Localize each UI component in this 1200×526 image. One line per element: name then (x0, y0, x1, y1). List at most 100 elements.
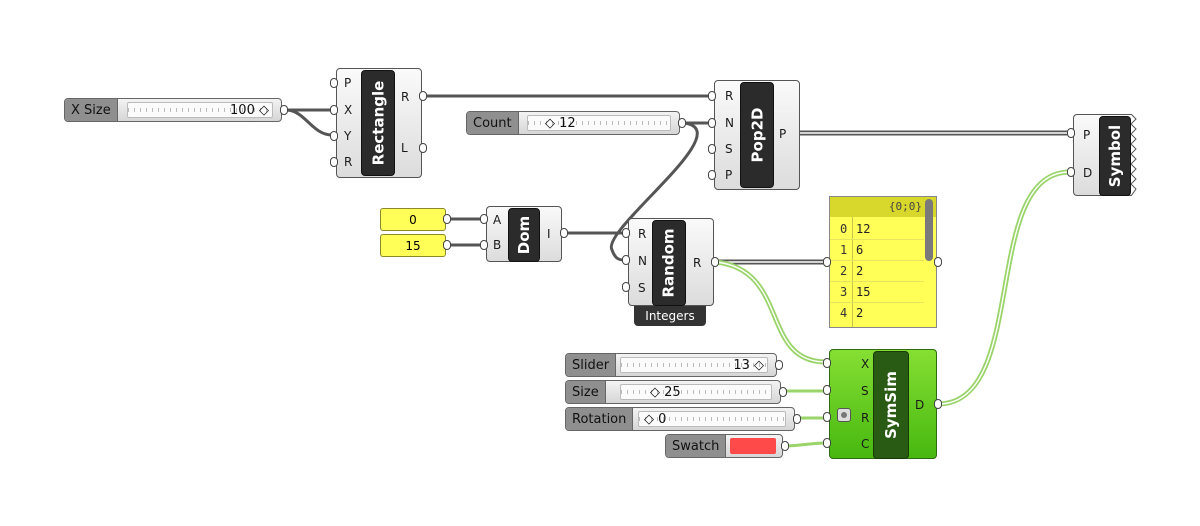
wire-count-random[interactable] (609, 121, 699, 262)
pop2d-grip-r[interactable] (708, 91, 716, 101)
dom-input-a: A (493, 213, 502, 227)
dom-nickname: Dom (508, 208, 540, 262)
panel-row: 4 2 (830, 303, 924, 323)
symbol-nickname: Symbol (1099, 116, 1131, 196)
domain-start-value[interactable]: 0 (380, 208, 446, 231)
xsize-slider-track[interactable] (127, 102, 273, 118)
slider-output-grip[interactable] (775, 360, 783, 370)
dom-grip-b[interactable] (480, 240, 488, 250)
data-panel[interactable]: {0;0} 0 12 1 6 2 2 3 15 4 2 (829, 196, 937, 328)
dom-output-i: I (547, 227, 551, 241)
symsim-input-r: R (861, 411, 870, 425)
rotation-slider-label: Rotation (566, 408, 634, 430)
rectangle-output-l: L (401, 141, 408, 155)
wire-swatch-symsim[interactable] (783, 441, 827, 448)
pop2d-input-r: R (725, 89, 734, 103)
panel-row-index: 0 (840, 222, 848, 236)
count-slider[interactable]: Count ◇ 12 (466, 111, 680, 135)
panel-row-index: 1 (840, 243, 848, 257)
random-grip-r[interactable] (622, 228, 630, 238)
symsim-grip-s[interactable] (823, 385, 831, 395)
swatch-color-preview[interactable] (730, 438, 776, 454)
rectangle-input-p: P (344, 76, 352, 90)
panel-row-index: 2 (840, 264, 848, 278)
size-slider-label: Size (566, 381, 606, 403)
size-output-grip[interactable] (779, 387, 787, 397)
symsim-input-s: S (861, 384, 869, 398)
pop2d-grip-s[interactable] (708, 144, 716, 154)
panel-scrollbar[interactable] (925, 199, 933, 261)
symsim-input-x: X (861, 357, 870, 371)
wire-random-symsim[interactable] (715, 259, 827, 365)
xsize-slider-value: 100 ◇ (230, 102, 269, 118)
pop2d-grip-n[interactable] (708, 118, 716, 128)
rectangle-grip-y[interactable] (330, 131, 338, 141)
rotation-slider[interactable]: Rotation ◇ 0 (565, 407, 795, 431)
symsim-settings-icon[interactable] (837, 408, 851, 422)
wire-symsim-symbol[interactable] (937, 169, 1071, 407)
panel-row-index: 4 (840, 306, 848, 320)
domain-end-value[interactable]: 15 (380, 234, 446, 257)
slider-slider[interactable]: Slider 13 ◇ (565, 353, 777, 377)
xsize-slider[interactable]: X Size 100 ◇ (64, 98, 282, 122)
domain-end-grip[interactable] (443, 240, 451, 250)
symsim-grip-r[interactable] (823, 412, 831, 422)
panel-path-header: {0;0} (830, 197, 936, 217)
random-input-n: N (638, 254, 647, 268)
swatch-output-grip[interactable] (781, 441, 789, 451)
symbol-grip-p[interactable] (1067, 128, 1075, 138)
panel-row: 0 12 (830, 219, 924, 240)
symbol-zigzag-edge (1130, 114, 1137, 196)
panel-output-grip[interactable] (934, 257, 942, 267)
pop2d-output-p: P (779, 127, 787, 141)
size-slider-track[interactable] (620, 384, 772, 400)
dom-grip-out-i[interactable] (560, 228, 568, 238)
random-integers-tag: Integers (634, 305, 706, 326)
panel-index-separator (852, 217, 853, 327)
pop2d-nickname: Pop2D (740, 82, 774, 188)
wire-xsize-rect-y[interactable] (285, 108, 333, 137)
size-slider[interactable]: Size ◇ 25 (565, 380, 781, 404)
rotation-slider-track[interactable] (638, 411, 786, 427)
symbol-input-p: P (1083, 128, 1091, 142)
count-slider-label: Count (467, 112, 519, 134)
pop2d-input-s: S (725, 142, 733, 156)
rotation-output-grip[interactable] (793, 414, 801, 424)
panel-row-value: 6 (856, 243, 864, 257)
swatch-component[interactable]: Swatch (665, 434, 783, 458)
symsim-output-d: D (915, 398, 925, 412)
random-grip-s[interactable] (622, 282, 630, 292)
slider-slider-track[interactable] (620, 357, 768, 373)
random-grip-n[interactable] (622, 255, 630, 265)
rectangle-input-x: X (344, 103, 353, 117)
dom-grip-a[interactable] (480, 214, 488, 224)
rectangle-grip-p[interactable] (330, 78, 338, 88)
slider-slider-label: Slider (566, 354, 617, 376)
pop2d-input-p: P (725, 168, 733, 182)
panel-input-grip[interactable] (823, 257, 831, 267)
symsim-input-c: C (861, 437, 870, 451)
panel-row-value: 2 (856, 306, 864, 320)
dom-input-b: B (493, 238, 502, 252)
rectangle-input-y: Y (344, 129, 352, 143)
domain-start-grip[interactable] (443, 214, 451, 224)
slider-slider-value: 13 ◇ (733, 357, 764, 373)
symsim-grip-x[interactable] (823, 358, 831, 368)
random-nickname: Random (652, 220, 686, 306)
symsim-nickname: SymSim (873, 351, 909, 459)
panel-row-value: 15 (856, 285, 871, 299)
xsize-output-grip[interactable] (280, 105, 288, 115)
count-output-grip[interactable] (678, 118, 686, 128)
random-input-s: S (638, 281, 646, 295)
count-slider-track[interactable] (527, 115, 671, 131)
rectangle-grip-r[interactable] (330, 157, 338, 167)
pop2d-grip-p[interactable] (708, 170, 716, 180)
rectangle-grip-out-l[interactable] (419, 143, 427, 153)
symsim-grip-out-d[interactable] (934, 399, 942, 409)
symbol-grip-d[interactable] (1067, 167, 1075, 177)
rectangle-grip-out-r[interactable] (419, 91, 427, 101)
symsim-grip-c[interactable] (823, 438, 831, 448)
random-grip-out-r[interactable] (711, 257, 719, 267)
rectangle-grip-x[interactable] (330, 105, 338, 115)
